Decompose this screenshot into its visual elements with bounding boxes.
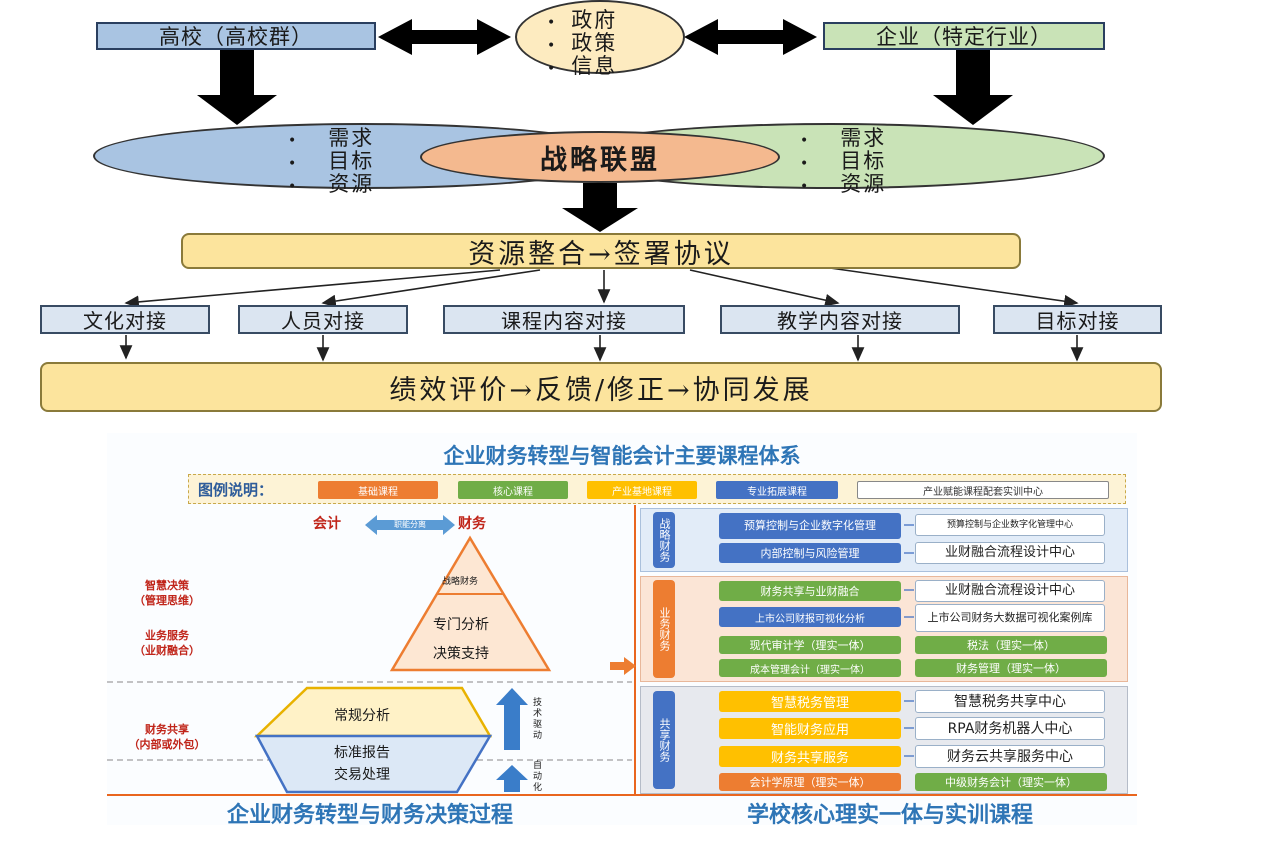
- double-arrow-right: [684, 19, 817, 55]
- need-item: 目标: [328, 149, 375, 173]
- university-label: 高校（高校群）: [159, 25, 313, 49]
- legend-core: 核心课程: [458, 481, 568, 499]
- center-divider: [634, 505, 636, 795]
- down-arrow-center: [562, 183, 638, 232]
- center-smart-tax: 智慧税务共享中心: [915, 690, 1105, 713]
- need-item: 目标: [840, 149, 887, 173]
- double-arrow-left: [378, 19, 511, 55]
- university-box: 高校（高校群）: [96, 22, 376, 50]
- docking-culture: 文化对接: [40, 305, 210, 334]
- course-finance-sharing: 财务共享与业财融合: [719, 581, 901, 601]
- course-visual-analysis: 上市公司财报可视化分析: [719, 607, 901, 627]
- course-audit: 现代审计学（理实一体）: [719, 636, 901, 654]
- pyramid-mid1-label: 专门分析: [433, 617, 489, 633]
- down-arrow-right: [933, 49, 1013, 125]
- pyramid-upper-trap-label: 常规分析: [334, 708, 390, 724]
- fan-arrows: [119, 267, 1084, 362]
- course-smart-finance: 智能财务应用: [719, 718, 901, 739]
- center-visual-analysis: 上市公司财务大数据可视化案例库: [915, 604, 1105, 632]
- pyramid-graphic: [107, 535, 632, 794]
- left-label-business: 业务服务 （业财融合）: [112, 628, 222, 658]
- pyramid-top-label: 战略财务: [442, 577, 479, 587]
- outcome-label: 绩效评价→反馈/修正→协同发展: [389, 374, 813, 406]
- separation-arrow: [365, 515, 455, 535]
- section-label-strategic: 战略财务: [653, 512, 675, 568]
- legend-label: 图例说明：: [198, 482, 274, 499]
- left-label-line: （管理思维）: [134, 594, 200, 607]
- government-ellipse: •政府 •政策 •信息: [515, 0, 685, 77]
- pyramid-mid2-label: 决策支持: [433, 646, 489, 662]
- course-shared-services: 财务共享服务: [719, 746, 901, 767]
- left-label-line: （内部或外包）: [128, 738, 206, 751]
- alliance-ellipse: 战略联盟: [420, 131, 780, 183]
- top-arrows: [119, 19, 1084, 362]
- docking-course: 课程内容对接: [443, 305, 685, 334]
- course-cost-accounting: 成本管理会计（理实一体）: [719, 659, 901, 677]
- tech-drive-label: 技术驱动: [533, 698, 543, 741]
- outcome-box: 绩效评价→反馈/修正→协同发展: [40, 362, 1162, 412]
- legend-extension: 专业拓展课程: [716, 481, 838, 499]
- course-intermediate-accounting: 中级财务会计（理实一体）: [915, 773, 1107, 791]
- left-needs-list: •需求 •目标 •资源: [288, 126, 375, 196]
- alliance-label: 战略联盟: [540, 144, 660, 176]
- gov-item: 信息: [571, 54, 618, 78]
- section-label-shared: 共享财务: [653, 691, 675, 789]
- center-cloud-sharing: 财务云共享服务中心: [915, 745, 1105, 768]
- docking-label: 目标对接: [1035, 309, 1120, 333]
- docking-label: 课程内容对接: [501, 309, 627, 333]
- caiwu-label: 财务: [458, 516, 486, 532]
- left-label-shared: 财务共享 （内部或外包）: [112, 722, 222, 752]
- legend-training-center: 产业赋能课程配套实训中心: [857, 481, 1109, 499]
- gov-item: 政府: [571, 8, 618, 32]
- course-accounting-principles: 会计学原理（理实一体）: [719, 773, 901, 791]
- course-tax-law: 税法（理实一体）: [915, 636, 1107, 654]
- left-label-decision: 智慧决策 （管理思维）: [112, 578, 222, 608]
- need-item: 需求: [328, 126, 375, 150]
- center-rpa: RPA财务机器人中心: [915, 717, 1105, 740]
- row-connectors: [904, 524, 914, 757]
- left-label-line: 智慧决策: [145, 579, 189, 592]
- docking-label: 教学内容对接: [777, 309, 903, 333]
- course-smart-tax: 智慧税务管理: [719, 691, 901, 712]
- legend-basic: 基础课程: [318, 481, 438, 499]
- footer-left-title: 企业财务转型与财务决策过程: [226, 802, 513, 827]
- enterprise-label: 企业（特定行业）: [876, 25, 1052, 49]
- center-budget-control: 预算控制与企业数字化管理中心: [915, 514, 1105, 536]
- down-arrow-left: [197, 49, 277, 125]
- center-internal-control: 业财融合流程设计中心: [915, 542, 1105, 564]
- integration-label: 资源整合→签署协议: [468, 238, 734, 270]
- footer-divider: [107, 794, 1137, 796]
- right-arrow-orange: [610, 657, 636, 675]
- docking-label: 人员对接: [281, 309, 365, 333]
- course-internal-control: 内部控制与风险管理: [719, 543, 901, 563]
- footer-right-title: 学校核心理实一体与实训课程: [746, 802, 1033, 827]
- docking-teaching: 教学内容对接: [720, 305, 960, 334]
- automation-label: 自动化: [533, 761, 543, 793]
- course-budget-control: 预算控制与企业数字化管理: [719, 513, 901, 539]
- pyramid-lower2-label: 交易处理: [334, 767, 390, 783]
- need-item: 需求: [840, 126, 887, 150]
- enterprise-box: 企业（特定行业）: [823, 22, 1105, 50]
- need-item: 资源: [840, 172, 887, 196]
- section-label-business: 业务财务: [653, 580, 675, 678]
- docking-goal: 目标对接: [993, 305, 1162, 334]
- center-finance-sharing: 业财融合流程设计中心: [915, 580, 1105, 602]
- docking-personnel: 人员对接: [238, 305, 408, 334]
- docking-label: 文化对接: [83, 309, 167, 333]
- left-label-line: 财务共享: [145, 723, 189, 736]
- separation-tag: 职能分离: [394, 520, 426, 529]
- left-label-line: 业务服务: [145, 629, 189, 642]
- course-system-title: 企业财务转型与智能会计主要课程体系: [443, 445, 801, 468]
- course-financial-management: 财务管理（理实一体）: [915, 659, 1107, 677]
- integration-box: 资源整合→签署协议: [181, 233, 1021, 270]
- legend-industry: 产业基地课程: [587, 481, 697, 499]
- need-item: 资源: [328, 172, 375, 196]
- left-label-line: （业财融合）: [134, 644, 200, 657]
- kuaiji-label: 会计: [313, 516, 341, 532]
- right-needs-list: •需求 •目标 •资源: [800, 126, 887, 196]
- pyramid-lower1-label: 标准报告: [334, 745, 390, 761]
- gov-item: 政策: [571, 31, 618, 55]
